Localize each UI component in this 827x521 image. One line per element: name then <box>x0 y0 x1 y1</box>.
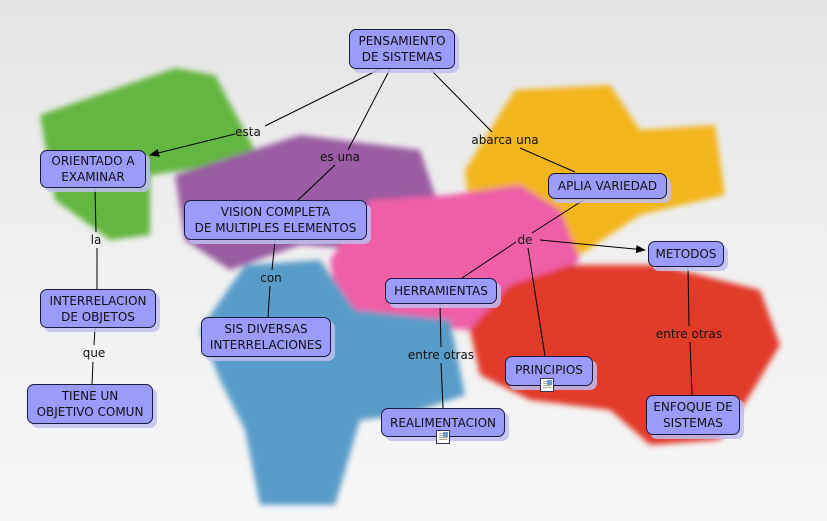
concept-herramientas[interactable]: HERRAMIENTAS <box>385 278 497 304</box>
link-label-esta: esta <box>235 125 261 139</box>
link-label-que: que <box>82 346 106 360</box>
link-label-abarca-una: abarca una <box>471 133 539 147</box>
link-label-entre-otras-metodos: entre otras <box>655 327 723 341</box>
concept-metodos[interactable]: METODOS <box>648 241 724 267</box>
link-label-con: con <box>260 271 282 285</box>
concept-enfoque-de-sistemas[interactable]: ENFOQUE DE SISTEMAS <box>646 395 740 435</box>
link-label-de: de <box>517 233 533 247</box>
concept-pensamiento-de-sistemas[interactable]: PENSAMIENTO DE SISTEMAS <box>349 29 455 69</box>
concept-sis-diversas-interrelaciones[interactable]: SIS DIVERSAS INTERRELACIONES <box>201 317 331 357</box>
resource-document-icon[interactable] <box>540 378 554 392</box>
concept-aplia-variedad[interactable]: APLIA VARIEDAD <box>548 173 667 199</box>
concept-tiene-un-objetivo-comun[interactable]: TIENE UN OBJETIVO COMUN <box>27 384 153 424</box>
concept-interrelacion-de-objetos[interactable]: INTERRELACION DE OBJETOS <box>40 289 156 328</box>
link-label-la: la <box>90 233 102 247</box>
concept-orientado-a-examinar[interactable]: ORIENTADO A EXAMINAR <box>40 150 146 188</box>
concept-vision-completa[interactable]: VISION COMPLETA DE MULTIPLES ELEMENTOS <box>184 200 367 240</box>
resource-document-icon[interactable] <box>436 430 450 444</box>
link-label-es-una: es una <box>319 150 361 164</box>
link-label-entre-otras-herramientas: entre otras <box>407 348 475 362</box>
